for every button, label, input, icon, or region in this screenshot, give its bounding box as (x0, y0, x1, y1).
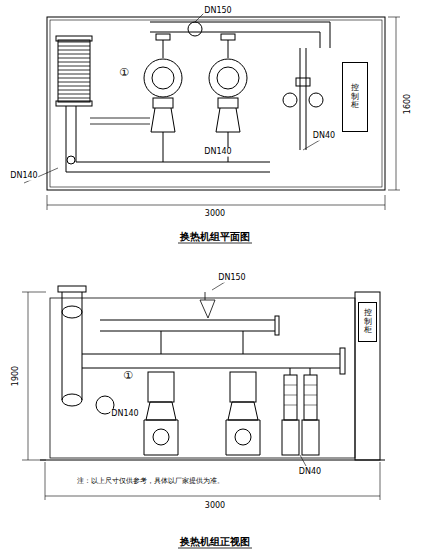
pipe-size: DN40 (298, 468, 322, 477)
pipe-size: DN140 (203, 148, 232, 157)
riser-pipe (58, 286, 345, 414)
note-text: 注：以上尺寸仅供参考，具体以厂家提供为准。 (76, 478, 225, 486)
circulation-pumps (144, 331, 260, 455)
dimension: 1600 (404, 93, 413, 115)
dimension: 3000 (204, 502, 226, 511)
plate-heat-exchanger (58, 40, 90, 102)
circulation-pumps (144, 34, 247, 162)
header-pipe (150, 22, 330, 48)
makeup-pumps (282, 368, 319, 466)
pipe (66, 106, 270, 172)
callout-number: ① (118, 67, 130, 79)
callout-number: ① (122, 370, 134, 382)
cabinet-label: 控制柜 (351, 84, 359, 110)
base-frame (47, 17, 385, 190)
pipe-size: DN150 (217, 274, 246, 283)
supply-pipe (100, 320, 275, 331)
pipe-size: DN140 (110, 410, 139, 419)
cabinet-label: 控制柜 (364, 309, 372, 335)
pipe-size: DN40 (312, 132, 336, 141)
dimension: 1900 (12, 365, 21, 387)
view-title: 换热机组平面图 (179, 231, 251, 242)
control-cabinet: 控制柜 (358, 302, 377, 342)
pipe-size: DN140 (9, 172, 38, 181)
view-title: 换热机组正视图 (179, 536, 251, 547)
control-cabinet: 控制柜 (342, 62, 368, 132)
dimension: 3000 (204, 210, 226, 219)
pipe-size: DN150 (203, 7, 232, 16)
control-cabinet-outline (355, 292, 380, 460)
base-frame (50, 298, 355, 458)
